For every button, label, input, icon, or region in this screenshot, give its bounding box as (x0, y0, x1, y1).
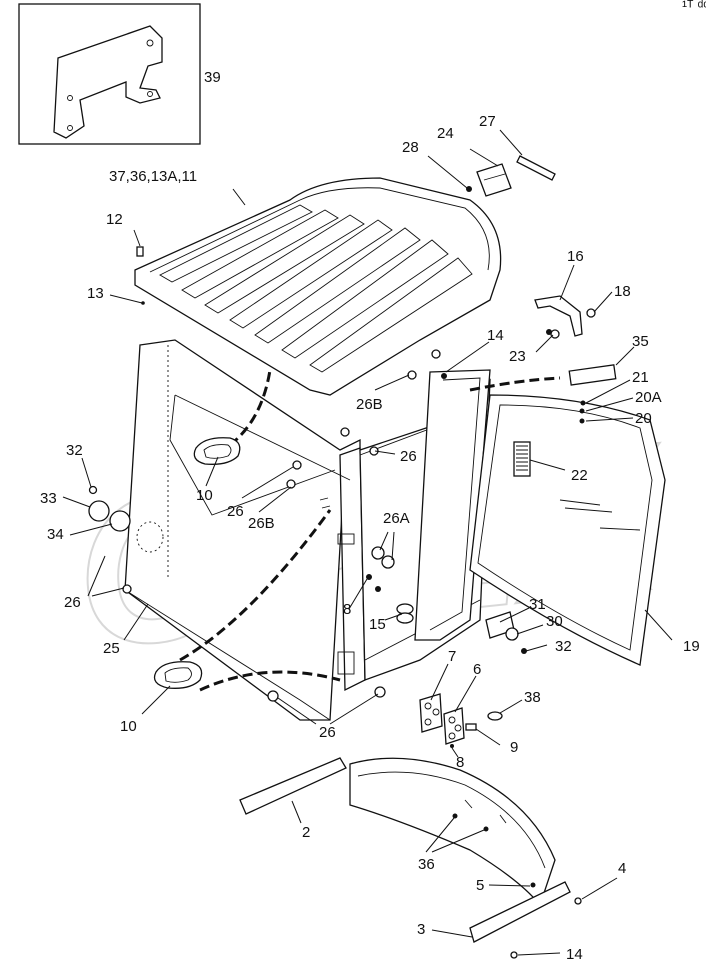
callout-16: 16 (567, 248, 584, 265)
callout-39: 39 (204, 69, 221, 86)
callout-27: 27 (479, 113, 496, 130)
callout-36: 36 (418, 856, 435, 873)
bracket-16 (534, 295, 596, 339)
decal-35 (568, 364, 617, 386)
callout-28: 28 (402, 139, 419, 156)
callout-9: 9 (510, 739, 518, 756)
windshield (469, 364, 666, 666)
callout-24: 24 (437, 125, 454, 142)
lower-panels (239, 757, 582, 959)
callout-6: 6 (473, 661, 481, 678)
callout-20A: 20A (635, 389, 662, 406)
vent-22 (513, 441, 531, 477)
callout-21: 21 (632, 369, 649, 386)
grommets (153, 437, 241, 689)
plugs (122, 329, 552, 702)
leader-lines (62, 129, 673, 956)
corner-mark: ¹ᵀ ᵈᵈᵈ (682, 0, 706, 15)
callout-12: 12 (106, 211, 123, 228)
callout-8-mid: 8 (343, 601, 351, 618)
callout-19: 19 (683, 638, 700, 655)
callout-32-left: 32 (66, 442, 83, 459)
callout-2: 2 (302, 824, 310, 841)
inset-box (18, 3, 201, 145)
callout-5: 5 (476, 877, 484, 894)
callout-26B-mid: 26B (248, 515, 275, 532)
callout-3: 3 (417, 921, 425, 938)
callout-32-right: 32 (555, 638, 572, 655)
callout-26-left: 26 (64, 594, 81, 611)
callout-18: 18 (614, 283, 631, 300)
cab-frame (124, 339, 491, 721)
callout-25: 25 (103, 640, 120, 657)
callout-31: 31 (529, 596, 546, 613)
callout-34: 34 (47, 526, 64, 543)
side-light-parts (88, 485, 131, 532)
callout-4: 4 (618, 860, 626, 877)
callout-14-bottom: 14 (566, 946, 583, 963)
callout-13: 13 (87, 285, 104, 302)
hardware-top (136, 155, 556, 305)
callout-37-36-13A-11: 37,36,13A,11 (109, 168, 197, 185)
callout-23: 23 (509, 348, 526, 365)
callout-26-lower: 26 (319, 724, 336, 741)
callout-35: 35 (632, 333, 649, 350)
callout-20: 20 (635, 410, 652, 427)
callout-8-lower: 8 (456, 754, 464, 771)
callout-26B-top: 26B (356, 396, 383, 413)
decal-24 (476, 163, 512, 197)
callout-7: 7 (448, 648, 456, 665)
emblem-27 (516, 155, 556, 181)
callout-38: 38 (524, 689, 541, 706)
callout-26-mid: 26 (227, 503, 244, 520)
callout-labels: 39 37,36,13A,11 27 24 28 12 13 16 18 14 … (40, 69, 700, 963)
door-seals (179, 369, 561, 692)
callout-33: 33 (40, 490, 57, 507)
callout-30: 30 (546, 613, 563, 630)
roof-panel (134, 177, 502, 396)
callout-26-upper: 26 (400, 448, 417, 465)
callout-14-top: 14 (487, 327, 504, 344)
callout-10-lower: 10 (120, 718, 137, 735)
callout-15: 15 (369, 616, 386, 633)
callout-26A: 26A (383, 510, 410, 527)
bracket-part-39 (53, 25, 163, 139)
callout-22: 22 (571, 467, 588, 484)
callout-10-upper: 10 (196, 487, 213, 504)
